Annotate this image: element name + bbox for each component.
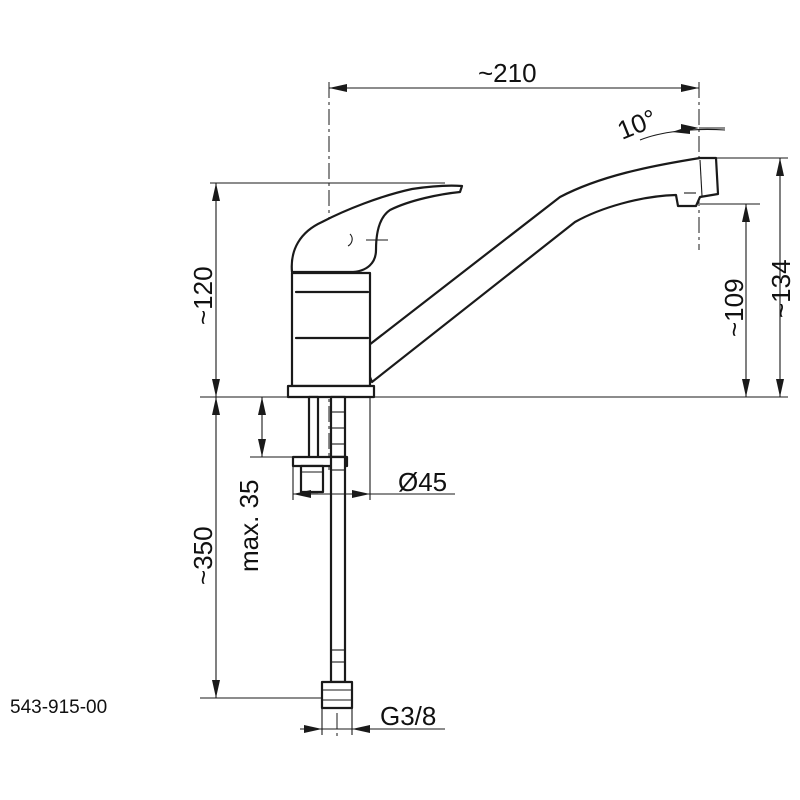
mounting-assembly	[291, 395, 354, 710]
spout	[358, 156, 720, 384]
product-code: 543-915-00	[10, 697, 107, 718]
dim-spout-outlet-height: ~109	[719, 278, 749, 337]
dim-mounting-hole-diameter: Ø45	[398, 467, 447, 497]
faucet-body	[286, 156, 720, 399]
dim-spout-reach: ~210	[478, 58, 537, 88]
dimension-lines	[212, 84, 784, 733]
dimension-labels: ~210 10° ~120 ~134 ~109 ~350 max. 35 Ø45…	[10, 58, 796, 731]
dim-body-height: ~120	[188, 266, 218, 325]
cartridge-body	[290, 271, 372, 388]
base-rosette	[286, 384, 376, 399]
dim-max-deck-thickness: max. 35	[234, 480, 264, 573]
dim-hose-length: ~350	[188, 526, 218, 585]
extension-lines	[200, 157, 788, 735]
hose-connector-nut	[320, 680, 354, 710]
dim-spout-angle: 10°	[613, 103, 661, 146]
dim-hose-thread: G3/8	[380, 701, 436, 731]
flexible-hose	[329, 455, 347, 684]
lever-handle	[290, 184, 464, 274]
dim-total-height: ~134	[766, 259, 796, 318]
